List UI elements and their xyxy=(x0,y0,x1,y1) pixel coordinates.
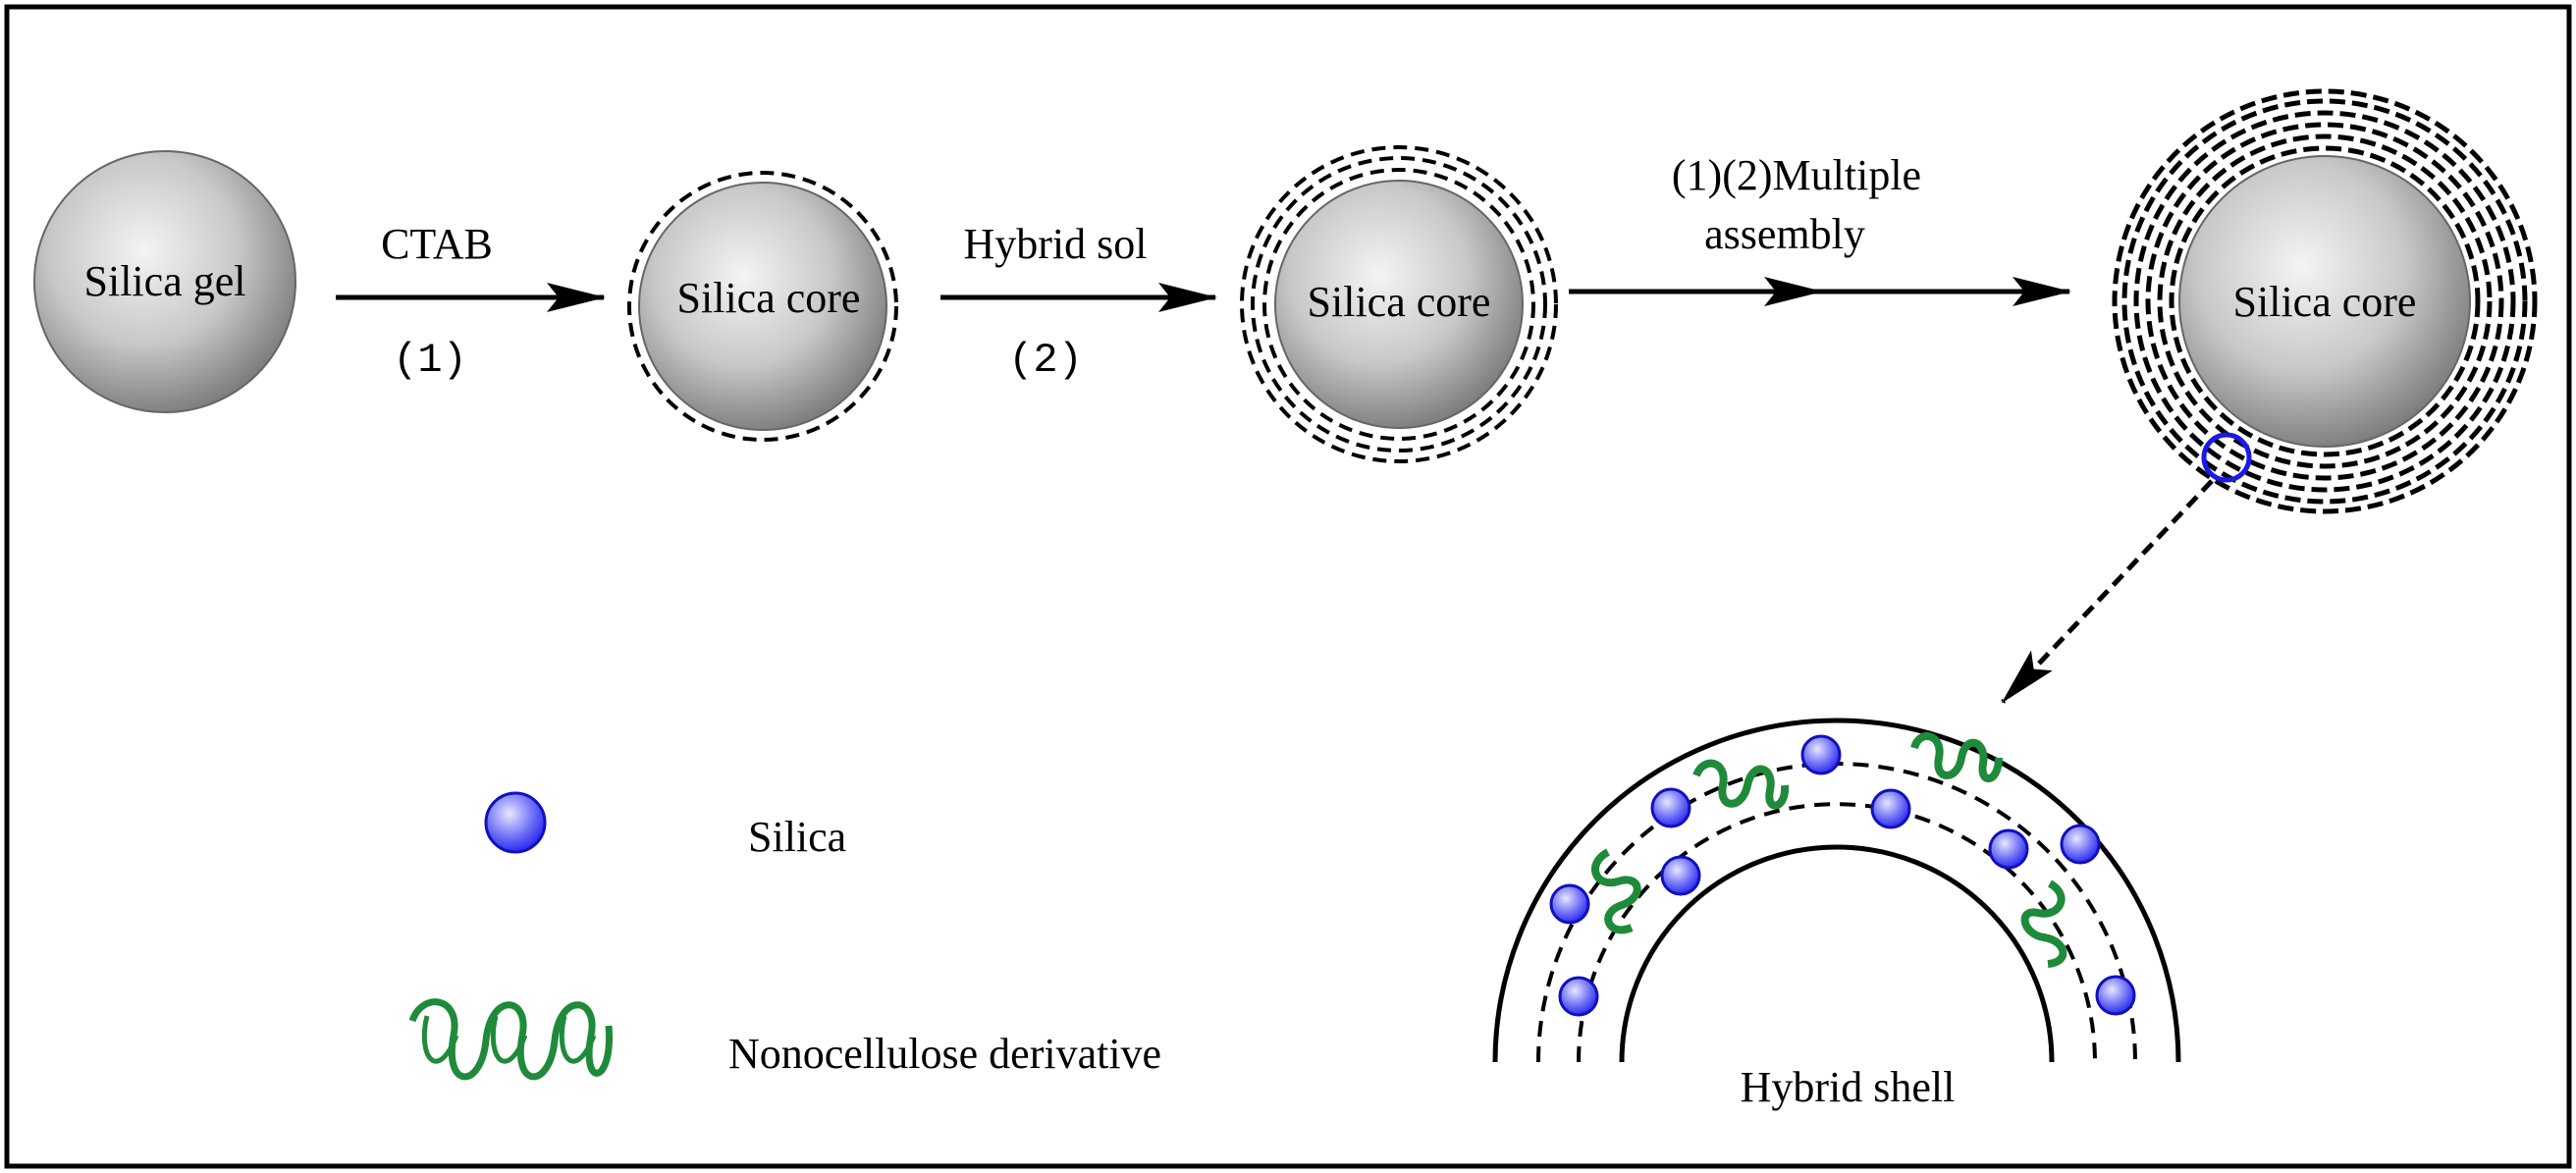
shell-polymer-coil xyxy=(1591,732,2067,968)
step-1-arrow: CTAB (1) xyxy=(336,220,606,384)
shell-silica-particle xyxy=(2060,824,2101,865)
hybrid-shell-detail: Hybrid shell xyxy=(1492,718,2181,1111)
step-2-number: (2) xyxy=(1008,337,1083,384)
silica-core-label-2: Silica core xyxy=(1308,278,1491,326)
silica-core-double-layer: Silica core xyxy=(1240,145,1558,463)
silica-particle-icon xyxy=(484,791,547,854)
shell-silica-particle xyxy=(1800,734,1842,775)
shell-silica-particle xyxy=(1988,828,2029,870)
polymer-coil-icon xyxy=(408,998,614,1081)
silica-core-label-1: Silica core xyxy=(677,274,861,322)
shell-silica-particle xyxy=(1549,883,1590,925)
multiple-assembly-label-line1: (1)(2)Multiple xyxy=(1672,151,1921,199)
shell-silica-particle xyxy=(1650,787,1691,828)
shell-silica-particles xyxy=(1549,734,2136,1017)
shell-silica-particle xyxy=(1660,855,1701,896)
multiple-assembly-label-line2: assembly xyxy=(1704,210,1865,258)
step-2-arrow: Hybrid sol (2) xyxy=(940,220,1217,384)
silica-core-multilayer: Silica core xyxy=(2112,88,2538,514)
silica-gel-sphere: Silica gel xyxy=(33,150,296,413)
shell-silica-particle xyxy=(1870,788,1911,829)
legend-polymer-label: Nonocellulose derivative xyxy=(728,1030,1161,1078)
silica-gel-label: Silica gel xyxy=(84,257,246,305)
figure-frame xyxy=(4,4,2572,1169)
zoom-region-circle xyxy=(2201,432,2252,483)
zoom-pointer-arrow xyxy=(2001,479,2214,704)
legend-silica-label: Silica xyxy=(748,813,846,861)
silica-core-label-3: Silica core xyxy=(2233,278,2417,326)
shell-silica-particle xyxy=(1558,976,1599,1017)
hybrid-sol-label: Hybrid sol xyxy=(964,220,1148,268)
hybrid-shell-label: Hybrid shell xyxy=(1741,1063,1956,1111)
ctab-label: CTAB xyxy=(381,220,493,268)
step-3-arrow: (1)(2)Multiple assembly xyxy=(1569,151,2071,306)
shell-silica-particle xyxy=(2095,975,2136,1016)
step-1-number: (1) xyxy=(393,337,467,384)
legend: Silica Nonocellulose derivative xyxy=(408,791,1161,1081)
silica-core-single-layer: Silica core xyxy=(627,171,898,442)
